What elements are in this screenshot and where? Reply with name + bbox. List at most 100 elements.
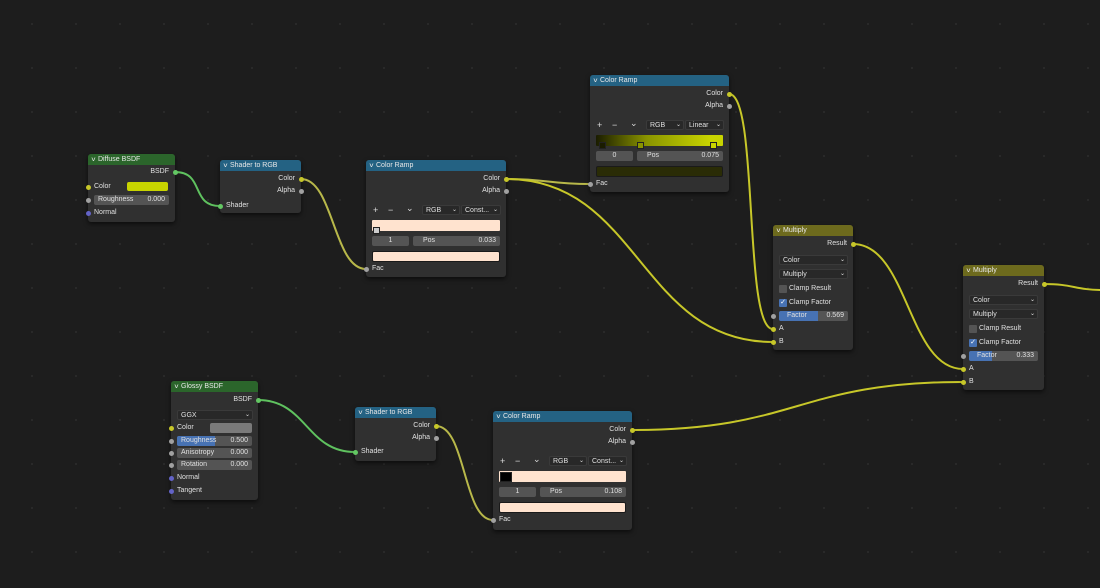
node-link[interactable] xyxy=(174,171,221,207)
rotation-input-socket[interactable] xyxy=(168,462,174,468)
color-mode-select[interactable]: RGB⌄ xyxy=(549,456,587,466)
color-mode-select[interactable]: RGB⌄ xyxy=(422,205,460,215)
clamp-result-checkbox[interactable]: Clamp Result xyxy=(963,324,1044,334)
fac-input-socket[interactable] xyxy=(363,266,369,272)
fac-input-socket[interactable] xyxy=(490,517,496,523)
node-link[interactable] xyxy=(728,93,774,330)
color-stop-handle[interactable] xyxy=(373,227,380,234)
fac-input-socket[interactable] xyxy=(587,181,593,187)
factor-input-socket[interactable] xyxy=(770,313,776,319)
anisotropy-input-socket[interactable] xyxy=(168,450,174,456)
chevron-down-icon[interactable]: v xyxy=(223,163,228,169)
normal-input-socket[interactable] xyxy=(168,475,174,481)
b-input-socket[interactable] xyxy=(960,379,966,385)
node-link[interactable] xyxy=(1043,283,1100,291)
chevron-down-icon[interactable]: v xyxy=(496,414,501,420)
node-link[interactable] xyxy=(631,381,964,431)
color-swatch[interactable] xyxy=(127,182,168,191)
node-link[interactable] xyxy=(435,425,494,521)
stop-index-field[interactable]: 0 xyxy=(596,151,633,161)
data-type-select[interactable]: Color⌄ xyxy=(779,255,848,265)
alpha-output-socket[interactable] xyxy=(298,188,304,194)
chevron-down-icon[interactable]: v xyxy=(91,157,96,163)
shader-input-socket[interactable] xyxy=(352,449,358,455)
remove-stop-button[interactable]: − xyxy=(612,120,618,130)
ramp-menu-button[interactable]: ⌄ xyxy=(533,454,541,464)
color-output-socket[interactable] xyxy=(298,176,304,182)
distribution-select[interactable]: GGX⌄ xyxy=(177,410,253,420)
color-stop-handle[interactable] xyxy=(636,142,644,149)
result-output-socket[interactable] xyxy=(1041,281,1047,287)
stop-color-swatch[interactable] xyxy=(596,166,723,177)
node-link[interactable] xyxy=(257,399,356,453)
blend-mode-select[interactable]: Multiply⌄ xyxy=(779,269,848,279)
factor-input-socket[interactable] xyxy=(960,353,966,359)
chevron-down-icon[interactable]: v xyxy=(358,410,363,416)
chevron-down-icon[interactable]: v xyxy=(593,78,598,84)
add-stop-button[interactable]: + xyxy=(373,205,379,215)
color-output-socket[interactable] xyxy=(726,91,732,97)
color-output-socket[interactable] xyxy=(433,423,439,429)
interpolation-select[interactable]: Const...⌄ xyxy=(588,456,627,466)
color-ramp-bar[interactable] xyxy=(499,471,626,482)
alpha-output-socket[interactable] xyxy=(433,435,439,441)
color-stop-handle[interactable] xyxy=(710,142,718,149)
blend-mode-select[interactable]: Multiply⌄ xyxy=(969,309,1038,319)
stop-index-field[interactable]: 1 xyxy=(372,236,409,246)
color-stop-handle[interactable] xyxy=(598,142,606,149)
b-input-socket[interactable] xyxy=(770,339,776,345)
color-swatch[interactable] xyxy=(210,423,252,433)
color-output-socket[interactable] xyxy=(629,427,635,433)
remove-stop-button[interactable]: − xyxy=(388,205,394,215)
alpha-output-socket[interactable] xyxy=(629,439,635,445)
add-stop-button[interactable]: + xyxy=(500,456,506,466)
chevron-down-icon[interactable]: v xyxy=(966,268,971,274)
checkbox[interactable]: ✓ xyxy=(969,339,977,347)
ramp-menu-button[interactable]: ⌄ xyxy=(630,118,638,128)
ramp-menu-button[interactable]: ⌄ xyxy=(406,203,414,213)
tangent-input-socket[interactable] xyxy=(168,488,174,494)
bsdf-output-socket[interactable] xyxy=(172,169,178,175)
node-link[interactable] xyxy=(505,178,591,185)
remove-stop-button[interactable]: − xyxy=(515,456,521,466)
chevron-down-icon[interactable]: v xyxy=(369,163,374,169)
color-mode-select[interactable]: RGB⌄ xyxy=(646,120,684,130)
add-stop-button[interactable]: + xyxy=(597,120,603,130)
shader-input-socket[interactable] xyxy=(217,203,223,209)
stop-index-field[interactable]: 1 xyxy=(499,487,536,497)
bsdf-output-socket[interactable] xyxy=(255,397,261,403)
a-input-socket[interactable] xyxy=(960,366,966,372)
color-input-socket[interactable] xyxy=(168,425,174,431)
color-input-socket[interactable] xyxy=(85,184,91,190)
roughness-input-socket[interactable] xyxy=(85,197,91,203)
a-input-socket[interactable] xyxy=(770,326,776,332)
clamp-result-checkbox[interactable]: Clamp Result xyxy=(773,284,853,294)
stop-color-swatch[interactable] xyxy=(499,502,626,513)
node-link[interactable] xyxy=(300,178,367,270)
alpha-output-socket[interactable] xyxy=(726,103,732,109)
chevron-down-icon[interactable]: v xyxy=(776,228,781,234)
result-output-socket[interactable] xyxy=(850,241,856,247)
clamp-factor-checkbox[interactable]: ✓Clamp Factor xyxy=(773,298,853,308)
color-ramp-bar[interactable] xyxy=(372,220,500,234)
stop-color-swatch[interactable] xyxy=(372,251,500,262)
